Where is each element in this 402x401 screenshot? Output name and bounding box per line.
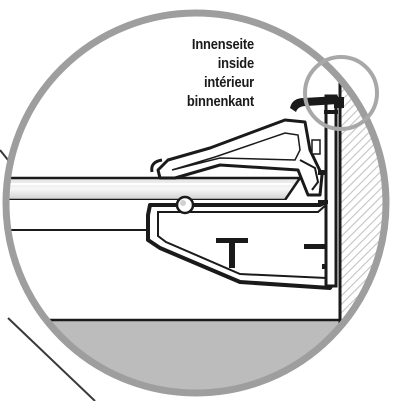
label-nl: binnenkant — [186, 93, 254, 110]
inside-label: Innenseite inside intérieur binnenkant — [187, 35, 254, 111]
top-hook — [290, 96, 338, 112]
wall-hatched — [340, 13, 386, 393]
connector-line-lower — [7, 317, 96, 401]
detail-circle-icon — [303, 55, 379, 131]
label-en: inside — [217, 55, 254, 72]
label-de: Innenseite — [191, 36, 254, 53]
label-fr: intérieur — [203, 74, 254, 91]
spring-clip — [299, 159, 320, 191]
wall-profile — [324, 94, 338, 288]
clamp-profile — [156, 118, 324, 197]
magnifier-circle — [2, 9, 390, 397]
frame-rib — [216, 238, 248, 268]
